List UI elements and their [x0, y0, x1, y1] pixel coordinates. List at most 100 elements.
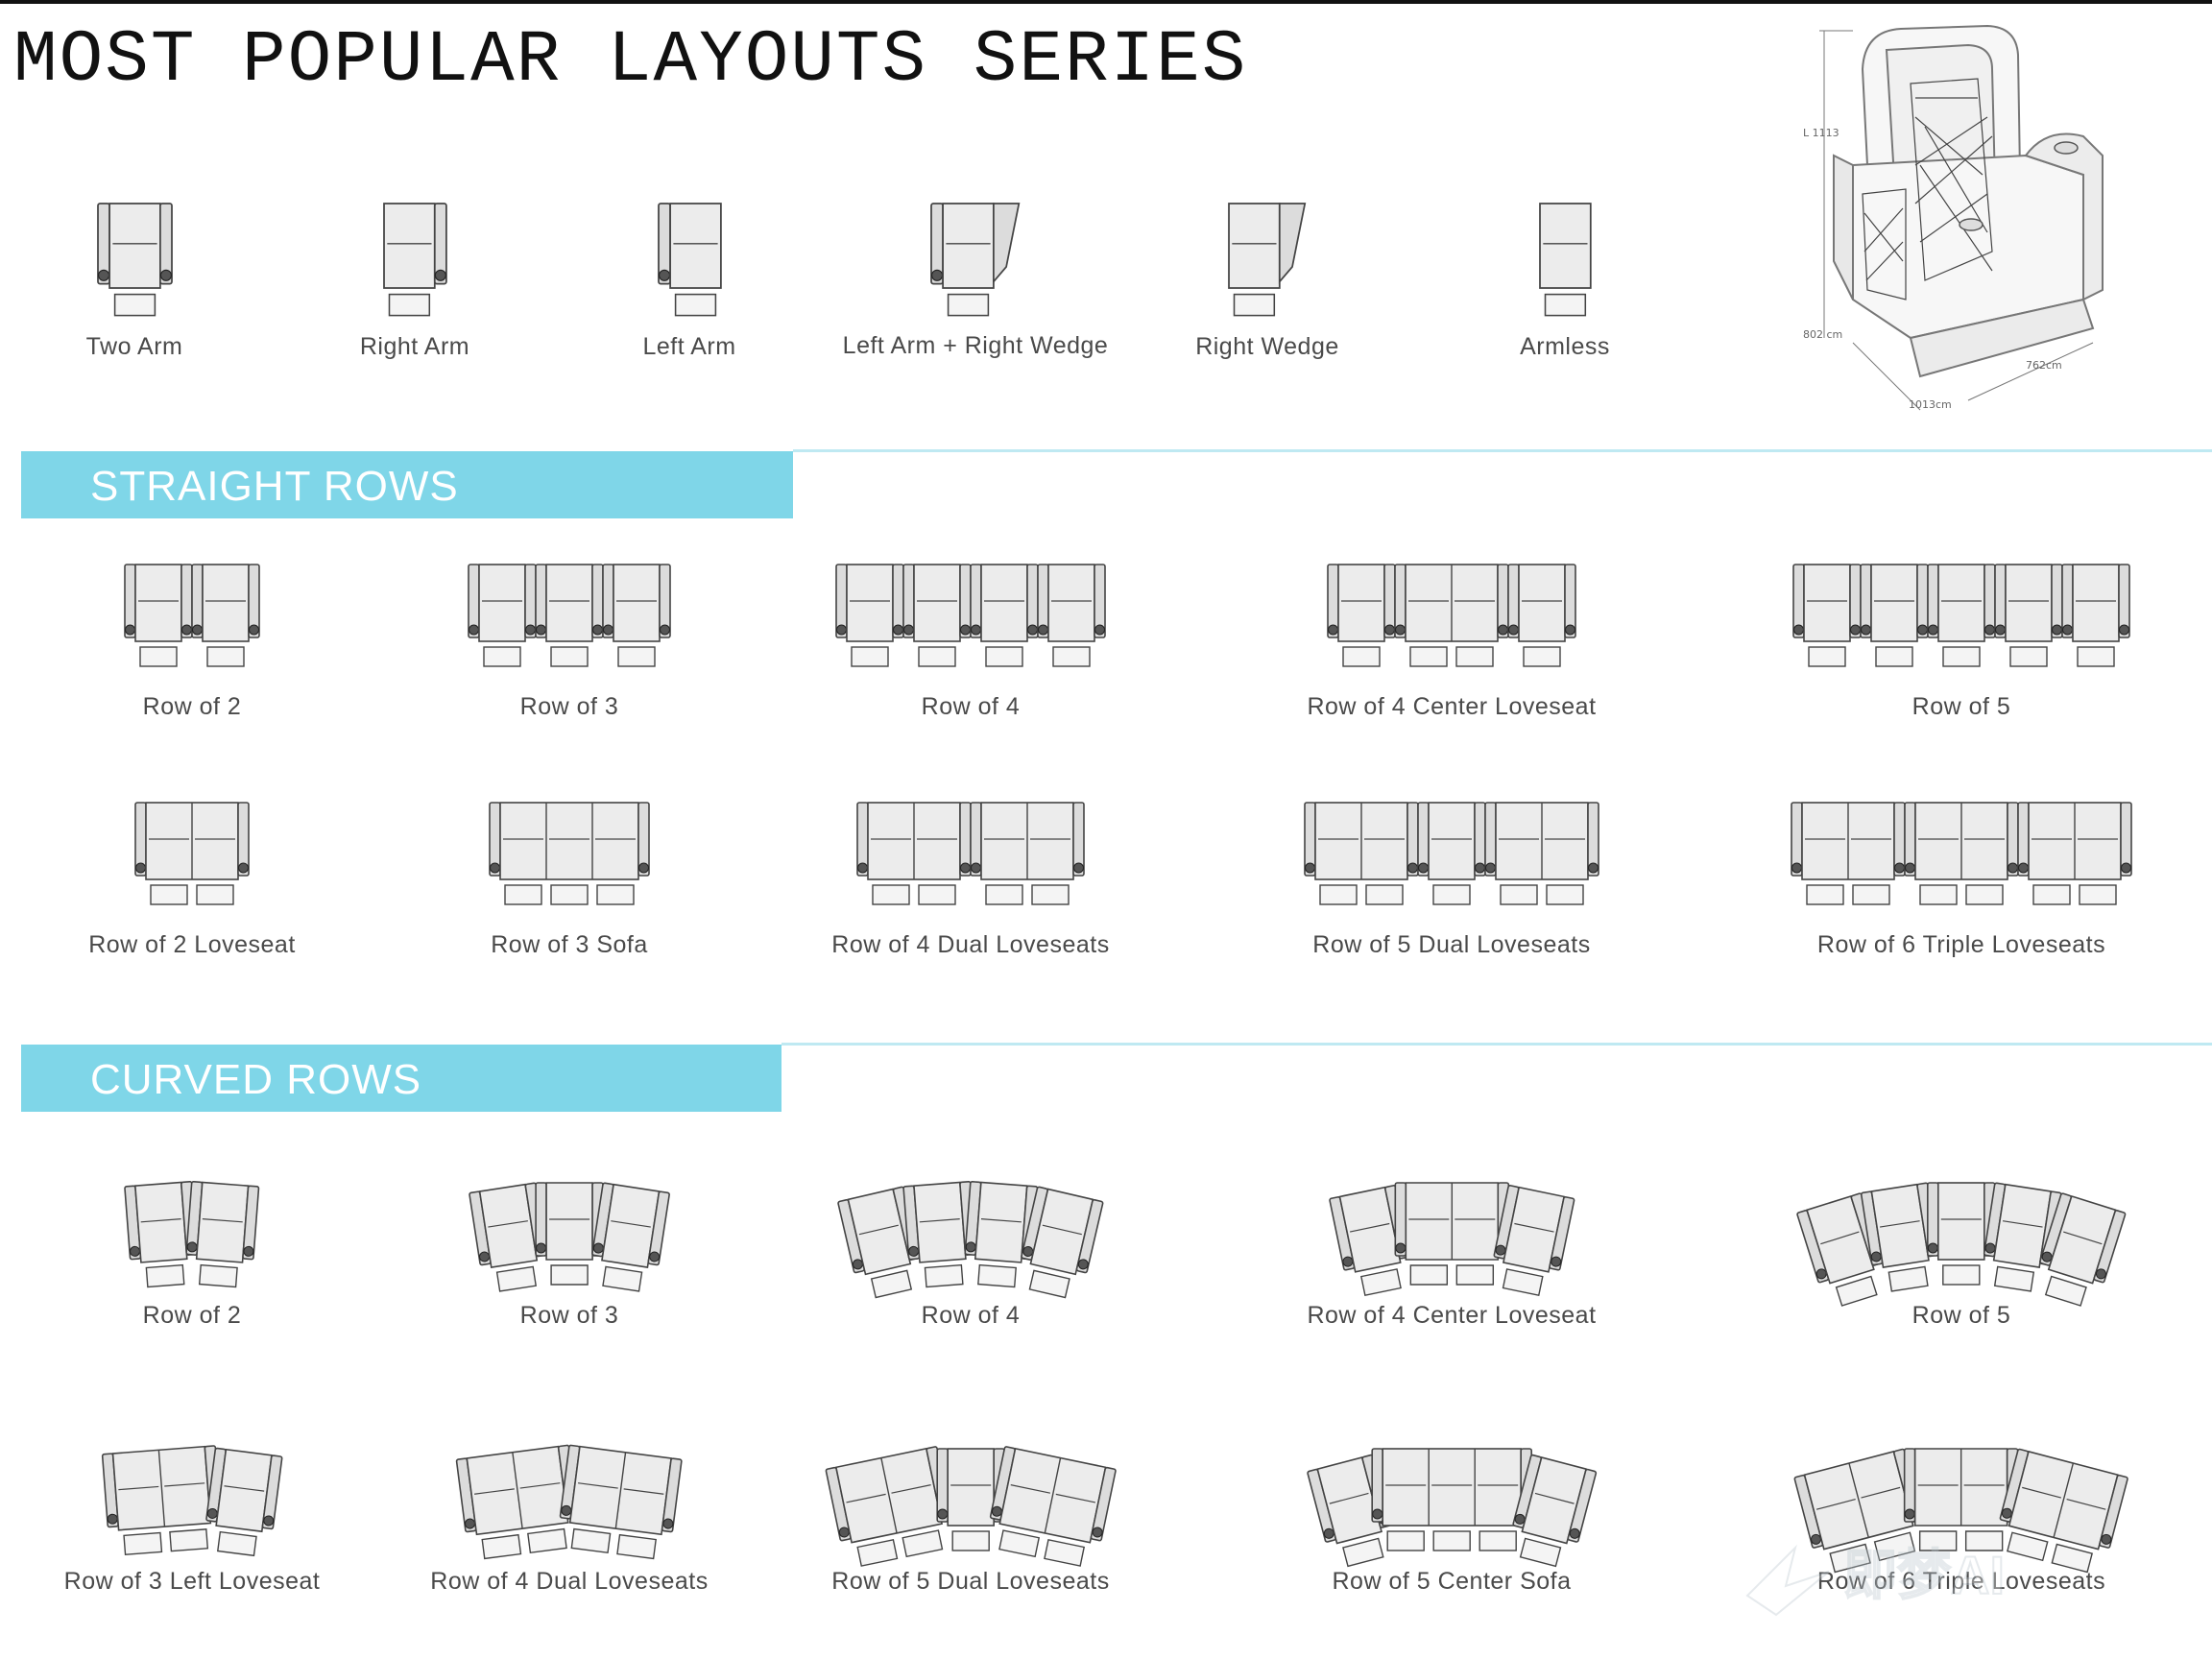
- right-arm-seat-drawing: [382, 203, 447, 317]
- cupholder-icon: [1905, 1508, 1916, 1520]
- layout-drawing: [489, 802, 650, 905]
- seat-group: [1507, 564, 1576, 667]
- seat-group-inner: [560, 1444, 683, 1560]
- footrest: [951, 1530, 990, 1551]
- layout-label: Row of 4 Center Loveseat: [1307, 693, 1597, 720]
- cupholder-icon: [525, 624, 536, 636]
- cupholder-icon: [125, 624, 135, 636]
- seat-group-inner: [1021, 1186, 1104, 1299]
- seat-body: [668, 203, 722, 289]
- seat-body: [613, 564, 661, 642]
- cupholder-icon: [1984, 624, 1995, 636]
- backrest-edge: [1349, 1222, 1390, 1233]
- footrest: [388, 293, 430, 317]
- seat-group: [856, 802, 972, 905]
- seat-group: [191, 564, 260, 667]
- footrest: [1432, 884, 1471, 905]
- footrest: [2051, 1543, 2094, 1574]
- seat-group: [1791, 802, 1906, 905]
- seat-group-inner: [204, 1447, 283, 1557]
- seat-group: [1927, 1182, 1996, 1286]
- layout-drawing: [1793, 1448, 2129, 1574]
- seat-group: [825, 1446, 952, 1567]
- footrest: [1386, 1530, 1425, 1551]
- cupholder-icon: [97, 269, 109, 281]
- footrest: [1028, 1269, 1070, 1299]
- cupholder-icon: [243, 1245, 254, 1257]
- layout-drawing: [134, 802, 250, 905]
- footrest: [856, 1538, 899, 1567]
- footrest: [1852, 884, 1890, 905]
- footrest: [2009, 646, 2048, 667]
- armrest: [1090, 1466, 1117, 1542]
- cupholder-icon: [1328, 624, 1338, 636]
- seat-body: [1428, 802, 1476, 880]
- footrest: [1455, 1264, 1494, 1286]
- cupholder-icon: [1861, 624, 1871, 636]
- seat-group: [964, 1181, 1039, 1288]
- layout-drawing: [1304, 802, 1599, 905]
- height-dimension-label: L 1113: [1803, 127, 1839, 139]
- footrest: [1835, 1275, 1878, 1307]
- footrest: [674, 293, 716, 317]
- cupholder-icon: [1588, 862, 1599, 874]
- layout-label: Row of 4: [921, 693, 1021, 720]
- backrest-edge: [519, 1482, 561, 1489]
- armrest: [637, 802, 650, 877]
- single-label: Right Arm: [359, 333, 470, 360]
- armrest: [1564, 564, 1576, 638]
- backrest-edge: [2063, 1231, 2103, 1245]
- seat-body: [980, 564, 1028, 642]
- cupholder-icon: [1077, 1259, 1089, 1270]
- seat-group: [930, 203, 1021, 317]
- armrest: [2093, 1210, 2127, 1284]
- seat-group-inner: [2039, 1192, 2127, 1307]
- cupholder-icon: [1793, 624, 1804, 636]
- backrest-edge: [1329, 1492, 1369, 1504]
- backrest-edge: [1513, 1222, 1554, 1233]
- armrest: [2099, 1474, 2129, 1549]
- footrest: [483, 646, 521, 667]
- seat-group: [602, 564, 671, 667]
- backrest-edge: [1816, 1498, 1857, 1510]
- armrest: [158, 203, 173, 285]
- seat-group: [1512, 1454, 1597, 1568]
- seat-group: [204, 1447, 283, 1557]
- seat-body: [478, 564, 526, 642]
- cupholder-icon: [836, 624, 847, 636]
- seat-body: [1337, 564, 1385, 642]
- cupholder-icon: [159, 269, 172, 281]
- cupholder-icon: [1418, 862, 1429, 874]
- layout-drawing: [124, 564, 260, 667]
- footrest: [504, 884, 542, 905]
- footrest: [1432, 1530, 1471, 1551]
- seat-group: [1484, 802, 1599, 905]
- seat-group: [1021, 1186, 1104, 1299]
- cupholder-icon: [1395, 624, 1406, 636]
- row-assembly: [835, 564, 1106, 667]
- seat-group: [1904, 802, 2019, 905]
- cupholder-icon: [2018, 862, 2029, 874]
- footrest: [1829, 1543, 1872, 1574]
- footrest: [1479, 1530, 1517, 1551]
- cupholder-icon: [937, 1508, 949, 1520]
- cupholder-icon: [2096, 1268, 2107, 1280]
- armrest: [647, 1190, 670, 1266]
- footrest: [550, 1264, 589, 1286]
- cupholder-icon: [469, 624, 479, 636]
- backrest-edge: [1534, 1492, 1575, 1504]
- footrest: [527, 1527, 568, 1554]
- curved-rows-rule: [781, 1043, 2212, 1046]
- row-assembly: [1793, 1448, 2129, 1574]
- seat-body: [202, 564, 250, 642]
- row-assembly: [1304, 802, 1599, 905]
- cupholder-icon: [1928, 624, 1938, 636]
- page-title: MOST POPULAR LAYOUTS SERIES: [13, 19, 1248, 102]
- armless-seat-drawing: [1538, 203, 1592, 317]
- layout-drawing: [1328, 1182, 1575, 1297]
- footrest: [1409, 646, 1448, 667]
- armrest: [1587, 802, 1599, 877]
- cupholder-icon: [107, 1513, 118, 1525]
- armrest: [661, 1457, 683, 1533]
- left-arm-seat-drawing: [657, 203, 722, 317]
